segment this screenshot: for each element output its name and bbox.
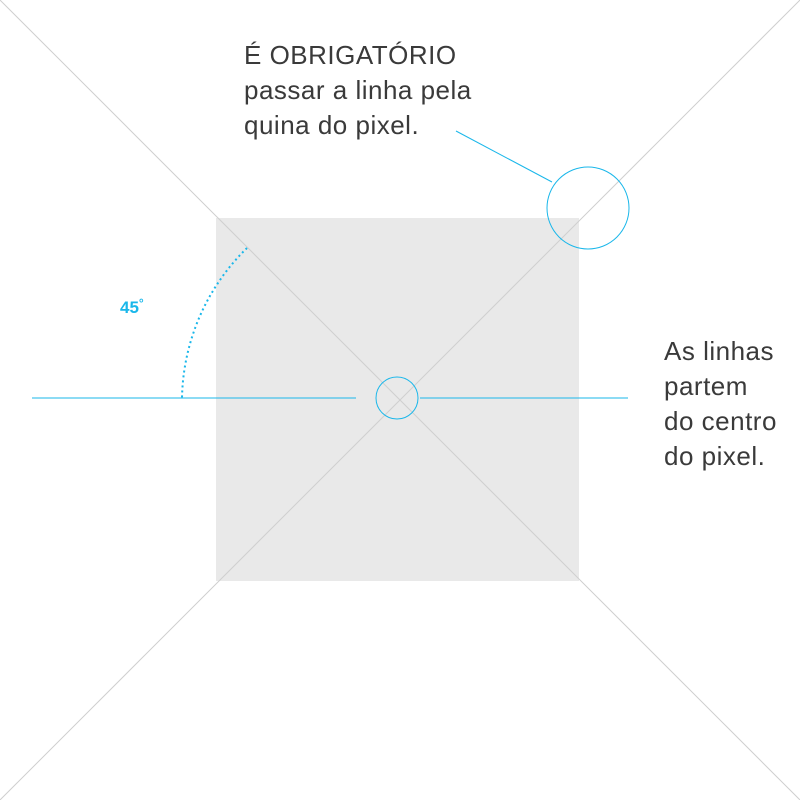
pixel-corner-note-line: quina do pixel. [244,110,420,140]
pixel-center-note-line: partem [664,371,748,401]
pixel-corner-circle [546,166,630,250]
pixel-center-note-line: As linhas [664,336,774,366]
pixel-center-note-line: do centro [664,406,777,436]
pixel-corner-note-line: passar a linha pela [244,75,472,105]
angle-unit: ° [139,296,144,310]
pixel-center-note-line: do pixel. [664,441,766,471]
corner-callout-line [455,130,553,183]
pixel-square [216,218,579,581]
pixel-corner-note: É OBRIGATÓRIO passar a linha pela quina … [244,38,472,143]
pixel-center-circle [375,376,419,420]
angle-label: 45° [120,296,144,317]
angle-value: 45 [120,298,139,317]
pixel-corner-note-line: É OBRIGATÓRIO [244,40,457,70]
pixel-center-note: As linhas partem do centro do pixel. [664,334,777,474]
